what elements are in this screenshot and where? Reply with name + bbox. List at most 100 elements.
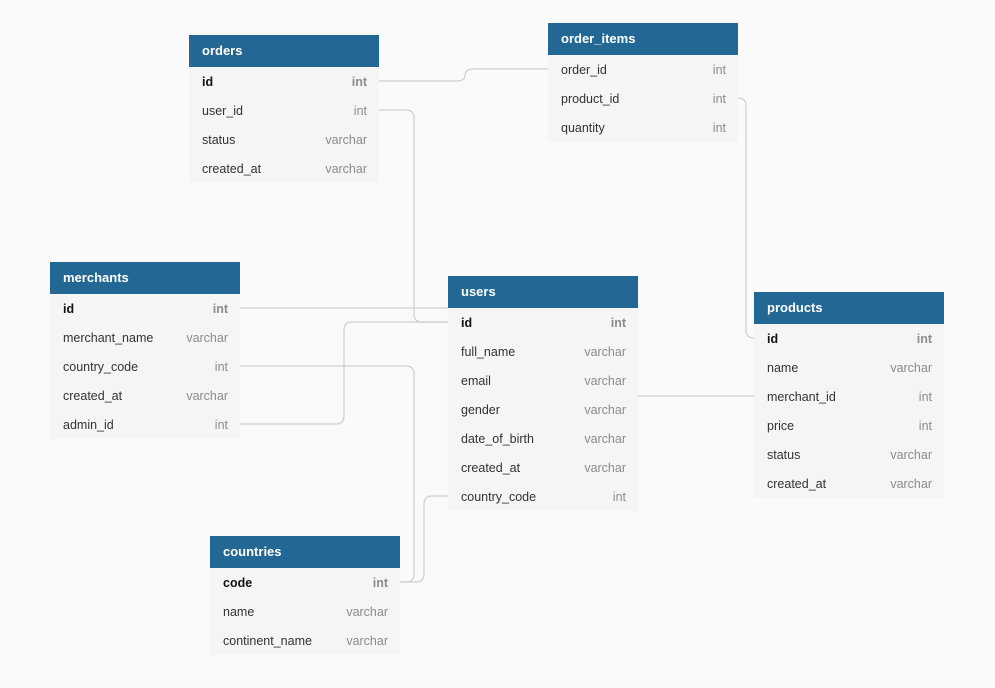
field-type: varchar <box>584 402 626 417</box>
table-header[interactable]: orders <box>189 35 379 67</box>
field-type: int <box>612 489 626 504</box>
table-header[interactable]: products <box>754 292 944 324</box>
field-row[interactable]: id int <box>50 294 240 323</box>
field-type: varchar <box>584 373 626 388</box>
field-name: merchant_name <box>63 330 154 345</box>
field-type: varchar <box>186 388 228 403</box>
field-type: int <box>916 331 932 346</box>
field-row[interactable]: code int <box>210 568 400 597</box>
field-type: int <box>372 575 388 590</box>
field-type: int <box>214 417 228 432</box>
field-row[interactable]: country_code int <box>50 352 240 381</box>
field-type: varchar <box>346 604 388 619</box>
field-name: id <box>767 331 779 346</box>
field-name: country_code <box>461 489 537 504</box>
field-type: varchar <box>890 447 932 462</box>
link-users-country-code-countries-code <box>400 495 448 583</box>
field-name: continent_name <box>223 633 312 648</box>
field-name: created_at <box>767 476 827 491</box>
link-orders-user-id-users-id <box>379 109 448 323</box>
field-name: created_at <box>202 161 262 176</box>
field-row[interactable]: created_at varchar <box>189 154 379 183</box>
field-row[interactable]: created_at varchar <box>50 381 240 410</box>
field-name: created_at <box>461 460 521 475</box>
field-type: int <box>712 120 726 135</box>
table-header[interactable]: countries <box>210 536 400 568</box>
field-type: varchar <box>325 161 367 176</box>
field-row[interactable]: country_code int <box>448 482 638 511</box>
field-name: email <box>461 373 491 388</box>
field-type: varchar <box>325 132 367 147</box>
field-type: int <box>712 91 726 106</box>
table-header[interactable]: users <box>448 276 638 308</box>
field-row[interactable]: product_id int <box>548 84 738 113</box>
field-row[interactable]: created_at varchar <box>448 453 638 482</box>
field-name: admin_id <box>63 417 114 432</box>
field-row[interactable]: name varchar <box>754 353 944 382</box>
field-row[interactable]: name varchar <box>210 597 400 626</box>
field-row[interactable]: gender varchar <box>448 395 638 424</box>
table-header[interactable]: order_items <box>548 23 738 55</box>
field-type: int <box>212 301 228 316</box>
field-row[interactable]: date_of_birth varchar <box>448 424 638 453</box>
field-name: status <box>767 447 801 462</box>
field-name: code <box>223 575 253 590</box>
field-type: varchar <box>584 344 626 359</box>
field-name: price <box>767 418 795 433</box>
field-row[interactable]: id int <box>448 308 638 337</box>
field-row[interactable]: full_name varchar <box>448 337 638 366</box>
field-type: varchar <box>584 460 626 475</box>
field-row[interactable]: merchant_name varchar <box>50 323 240 352</box>
field-type: varchar <box>890 360 932 375</box>
field-type: int <box>351 74 367 89</box>
field-type: int <box>214 359 228 374</box>
field-row[interactable]: continent_name varchar <box>210 626 400 655</box>
field-row[interactable]: created_at varchar <box>754 469 944 498</box>
field-name: order_id <box>561 62 607 77</box>
field-name: gender <box>461 402 500 417</box>
field-type: varchar <box>584 431 626 446</box>
field-row[interactable]: status varchar <box>754 440 944 469</box>
field-type: int <box>610 315 626 330</box>
field-name: date_of_birth <box>461 431 534 446</box>
field-row[interactable]: quantity int <box>548 113 738 142</box>
field-row[interactable]: price int <box>754 411 944 440</box>
field-name: id <box>461 315 473 330</box>
link-order-items-product-id-products-id <box>737 97 755 339</box>
field-type: varchar <box>346 633 388 648</box>
field-name: merchant_id <box>767 389 836 404</box>
field-type: varchar <box>186 330 228 345</box>
link-merchants-admin-id-users-id <box>240 321 448 425</box>
field-name: product_id <box>561 91 620 106</box>
field-name: full_name <box>461 344 516 359</box>
field-name: created_at <box>63 388 123 403</box>
field-name: status <box>202 132 236 147</box>
field-row[interactable]: id int <box>189 67 379 96</box>
field-row[interactable]: admin_id int <box>50 410 240 439</box>
field-name: country_code <box>63 359 139 374</box>
field-name: quantity <box>561 120 605 135</box>
field-type: int <box>353 103 367 118</box>
field-type: int <box>918 418 932 433</box>
table-header[interactable]: merchants <box>50 262 240 294</box>
field-row[interactable]: status varchar <box>189 125 379 154</box>
field-row[interactable]: id int <box>754 324 944 353</box>
field-name: name <box>223 604 255 619</box>
field-row[interactable]: email varchar <box>448 366 638 395</box>
field-name: name <box>767 360 799 375</box>
link-orders-id-order-items-order-id <box>379 68 548 82</box>
field-type: varchar <box>890 476 932 491</box>
field-name: id <box>63 301 75 316</box>
field-name: id <box>202 74 214 89</box>
